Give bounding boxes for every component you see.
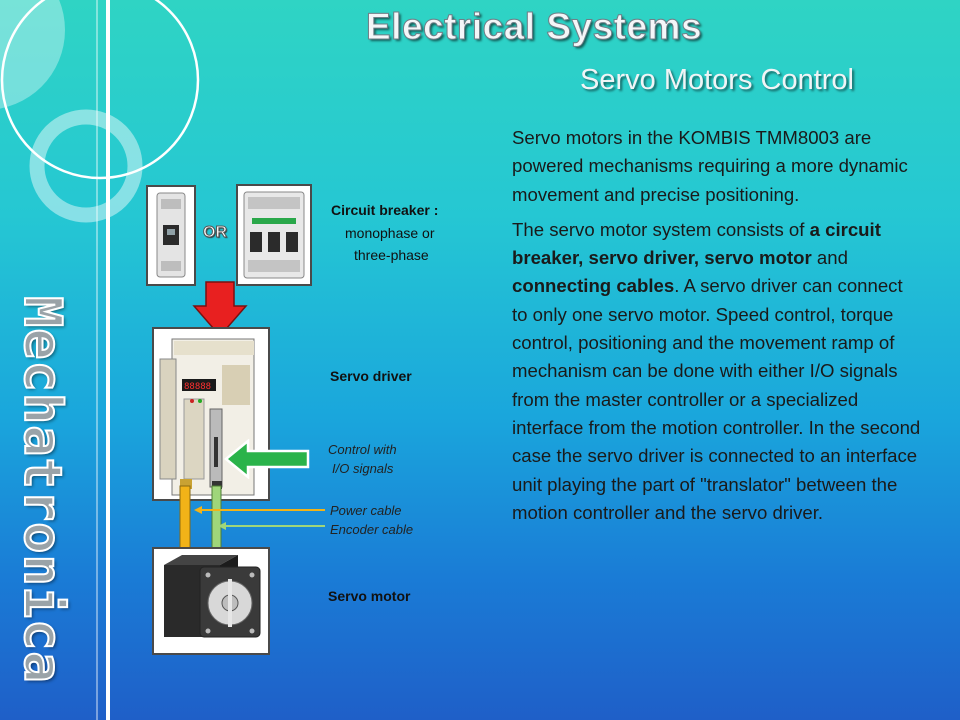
servo-driver-label: Servo driver [330,368,412,384]
body-text-run: and [811,247,848,269]
vertical-watermark-text: Mechatronica [11,295,73,685]
body-text: Servo motors in the KOMBIS TMM8003 are p… [512,124,922,534]
or-label: OR [203,224,228,242]
single-pole-breaker-photo [146,185,196,286]
body-paragraph-1: Servo motors in the KOMBIS TMM8003 are p… [512,127,908,205]
body-paragraph-2: The servo motor system consists of a cir… [512,216,922,527]
control-label-line1: Control with [328,442,397,457]
three-pole-breaker-photo [236,184,312,286]
slide-subtitle: Servo Motors Control [580,64,854,96]
servo-driver-icon: 88888 [159,338,255,496]
body-text-run: . A servo driver can connect to only one… [512,275,921,523]
three-pole-breaker-icon [243,191,305,279]
circuit-breaker-title: Circuit breaker : [331,202,439,218]
servo-driver-photo: 88888 [152,327,270,501]
servo-motor-icon [164,555,261,638]
power-cable-label: Power cable [330,503,402,518]
control-label-line2: I/O signals [332,461,394,476]
circuit-breaker-type-line2: three-phase [354,247,429,263]
ring-decoration [29,109,143,223]
body-text-run: The servo motor system consists of [512,218,810,240]
servo-motor-photo [152,547,270,655]
vertical-watermark: Mechatronica [11,295,74,685]
circle-decoration [0,0,65,109]
circuit-breaker-type-line1: monophase or [345,225,435,241]
driver-display-text: 88888 [184,382,211,392]
slide-title: Electrical Systems [365,6,703,48]
servo-motor-label: Servo motor [328,588,411,604]
encoder-cable-label: Encoder cable [330,522,414,537]
body-bold-term: a circuit breaker, servo driver, servo m… [512,218,881,269]
body-bold-term: connecting cables [512,275,675,297]
single-pole-breaker-icon [156,192,186,278]
circle-decoration [0,0,200,180]
